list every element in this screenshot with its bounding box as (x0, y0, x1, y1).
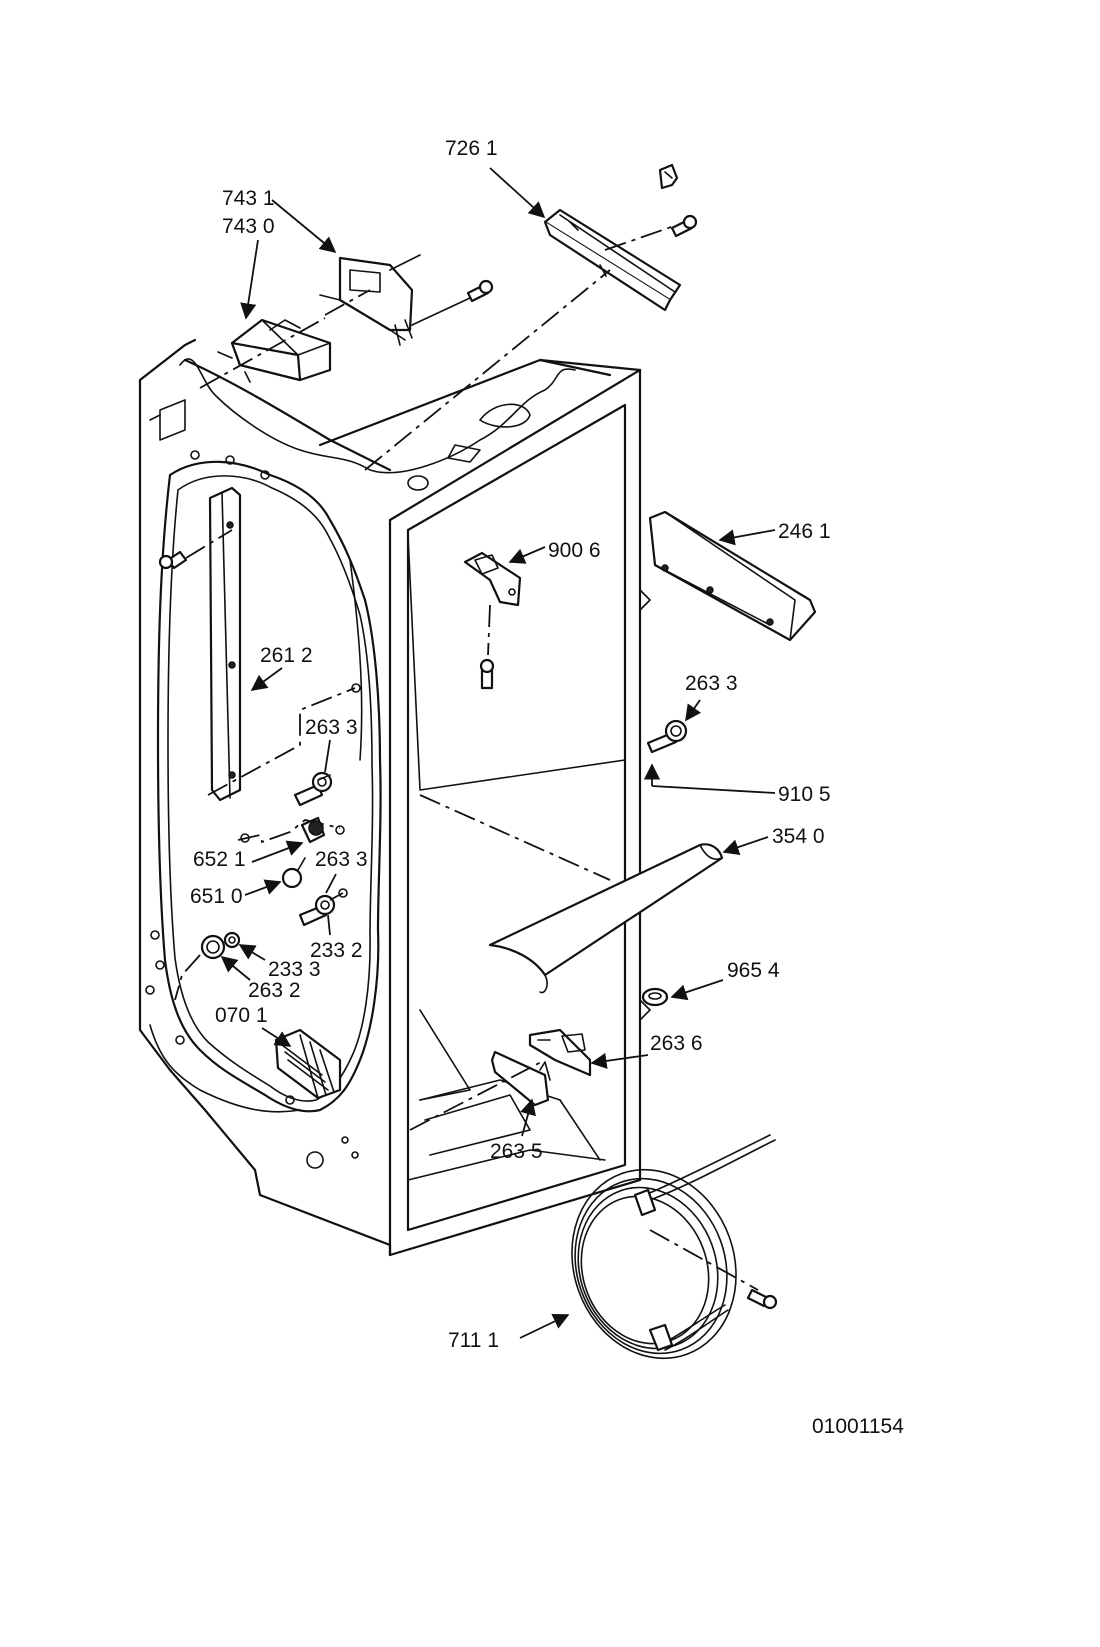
document-id: 01001154 (812, 1415, 904, 1438)
callout-233-2: 233 2 (310, 939, 363, 962)
cover-part (648, 510, 817, 642)
callout-263-3-right: 263 3 (685, 672, 738, 695)
cabinet-liner (138, 338, 651, 1257)
callout-652-1: 652 1 (193, 848, 246, 871)
hinge-screw-icon-right (646, 719, 688, 754)
callout-726-1: 726 1 (445, 137, 498, 160)
control-box-part (217, 318, 332, 383)
top-rail-part (543, 208, 682, 312)
callout-263-6: 263 6 (650, 1032, 703, 1055)
leader-lines (220, 167, 776, 1339)
hinge-screw-icon-a (293, 771, 333, 807)
callout-labels: 726 1 743 1 743 0 246 1 900 6 261 2 263 … (190, 137, 904, 1438)
light-bulb-icon (281, 857, 306, 889)
callout-900-6: 900 6 (548, 539, 601, 562)
screw-icon-vertical (479, 658, 495, 690)
callout-263-3-middle: 263 3 (305, 716, 358, 739)
callout-743-0: 743 0 (222, 215, 275, 238)
bottom-plate-part (490, 1050, 551, 1107)
small-bracket-part (463, 551, 522, 607)
screw-icon-top (670, 214, 698, 238)
bracket-part (319, 254, 421, 346)
callout-263-2: 263 2 (248, 979, 301, 1002)
screw-icon-coil (746, 1288, 778, 1310)
callout-261-2: 261 2 (260, 644, 313, 667)
bulb-socket-part (237, 816, 345, 844)
tube-cover-part (488, 843, 724, 994)
washer-stack-icon (200, 931, 241, 960)
callout-910-5: 910 5 (778, 783, 831, 806)
callout-651-0: 651 0 (190, 885, 243, 908)
callout-233-3: 233 3 (268, 958, 321, 981)
callout-263-5: 263 5 (490, 1140, 543, 1163)
screw-icon-bracket (466, 279, 494, 303)
callout-965-4: 965 4 (727, 959, 780, 982)
bottom-bracket-part (528, 1028, 592, 1077)
hinge-screw-icon-b (298, 894, 336, 927)
screw-icon-rail (158, 550, 188, 570)
vertical-rail-part (208, 486, 242, 802)
clip-icon (658, 163, 679, 190)
callout-354-0: 354 0 (772, 825, 825, 848)
tubing-coil-part (571, 1134, 776, 1360)
callout-070-1: 070 1 (215, 1004, 268, 1027)
callout-263-3-lower: 263 3 (315, 848, 368, 871)
vent-grille-part (274, 1028, 342, 1100)
callout-246-1: 246 1 (778, 520, 831, 543)
callout-743-1: 743 1 (222, 187, 275, 210)
callout-711-1: 711 1 (448, 1329, 499, 1352)
grommet-icon (641, 987, 669, 1007)
